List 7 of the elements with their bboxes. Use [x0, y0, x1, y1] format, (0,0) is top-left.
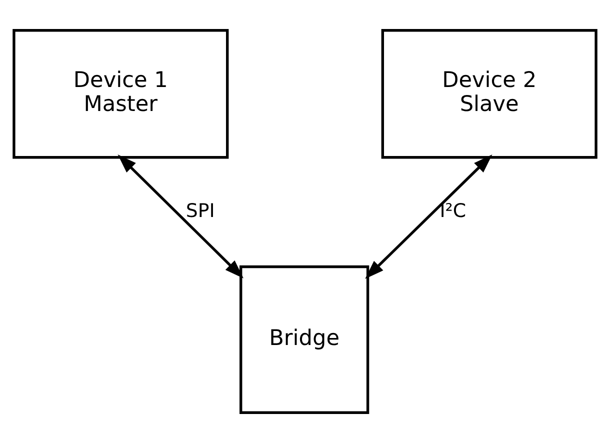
- arrow: [118, 154, 244, 278]
- node-box: Device 1 Master: [12, 29, 229, 159]
- arrow: [365, 154, 492, 279]
- edge-label: I²C: [440, 200, 466, 222]
- node-box: Device 2 Slave: [381, 29, 598, 159]
- edge-label: SPI: [186, 200, 215, 222]
- node-box: Bridge: [240, 265, 370, 414]
